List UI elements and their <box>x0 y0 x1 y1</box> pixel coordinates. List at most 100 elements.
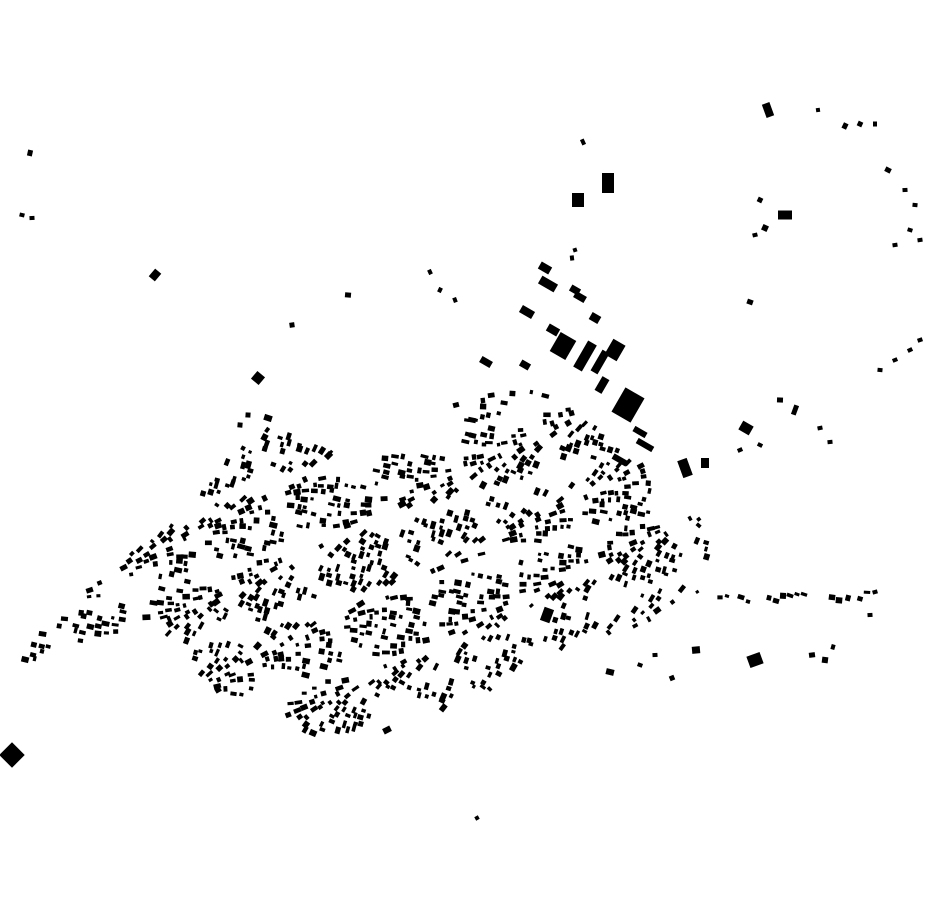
building <box>607 540 614 545</box>
building <box>527 574 531 580</box>
building <box>445 685 452 692</box>
building <box>556 591 566 602</box>
building <box>302 505 307 510</box>
building <box>327 638 333 643</box>
building <box>351 724 357 732</box>
building <box>462 460 468 467</box>
building <box>311 443 319 453</box>
building <box>582 511 589 516</box>
building <box>245 601 252 607</box>
building <box>556 588 565 596</box>
building <box>615 573 623 583</box>
building <box>320 488 326 495</box>
building <box>502 600 509 607</box>
building <box>496 475 504 483</box>
building <box>158 573 163 580</box>
building <box>39 648 45 654</box>
building <box>277 557 283 564</box>
building <box>207 586 213 593</box>
building <box>663 572 669 577</box>
building <box>891 357 899 363</box>
building <box>480 635 487 641</box>
building <box>213 607 220 614</box>
building <box>474 815 480 821</box>
building <box>263 626 272 636</box>
building <box>329 487 335 494</box>
building <box>687 515 693 522</box>
building <box>607 489 615 496</box>
building <box>502 519 509 525</box>
building <box>111 622 119 627</box>
building <box>240 454 246 460</box>
building <box>501 462 507 468</box>
building <box>583 559 589 564</box>
building <box>631 617 637 623</box>
building <box>655 538 663 546</box>
building <box>446 621 453 626</box>
building <box>830 644 836 650</box>
building <box>287 466 294 473</box>
building <box>559 452 568 461</box>
building <box>623 509 629 516</box>
building <box>439 579 445 585</box>
building <box>423 522 429 528</box>
building <box>380 564 388 572</box>
building <box>356 714 364 721</box>
building <box>428 599 437 607</box>
building <box>299 703 309 712</box>
building <box>247 525 252 531</box>
building <box>916 337 924 343</box>
building <box>301 663 307 670</box>
building <box>310 511 317 517</box>
buildings-layer <box>0 102 924 821</box>
building <box>236 572 244 580</box>
building <box>281 591 287 599</box>
building <box>128 572 134 577</box>
building <box>552 525 558 531</box>
building <box>207 522 214 529</box>
building <box>462 592 469 598</box>
building <box>575 558 580 564</box>
building <box>437 538 445 546</box>
building <box>488 495 495 503</box>
building <box>380 496 388 502</box>
building <box>460 641 469 650</box>
building <box>695 589 700 595</box>
building <box>325 572 333 579</box>
building <box>142 614 151 621</box>
building <box>304 621 311 628</box>
building <box>152 561 159 567</box>
building <box>159 614 169 620</box>
building <box>296 524 303 529</box>
building <box>437 286 443 294</box>
building <box>301 475 309 483</box>
building <box>645 480 651 487</box>
building <box>167 601 175 606</box>
building <box>430 474 437 479</box>
building <box>295 651 301 656</box>
building <box>294 666 300 672</box>
building <box>293 488 302 496</box>
building <box>420 453 429 460</box>
building <box>333 710 341 718</box>
building <box>844 594 852 602</box>
building <box>246 551 255 557</box>
building <box>336 502 341 509</box>
building <box>471 454 477 461</box>
building <box>469 680 476 686</box>
building <box>564 443 573 453</box>
building <box>239 461 247 470</box>
building <box>661 565 667 575</box>
building <box>224 663 231 670</box>
building <box>260 578 268 586</box>
building <box>128 550 135 557</box>
building <box>337 510 342 517</box>
building <box>415 662 424 672</box>
building <box>452 588 462 595</box>
building <box>398 647 405 655</box>
building <box>616 496 621 503</box>
building <box>476 453 485 460</box>
building <box>183 578 191 585</box>
building <box>469 471 478 481</box>
building <box>821 656 829 664</box>
